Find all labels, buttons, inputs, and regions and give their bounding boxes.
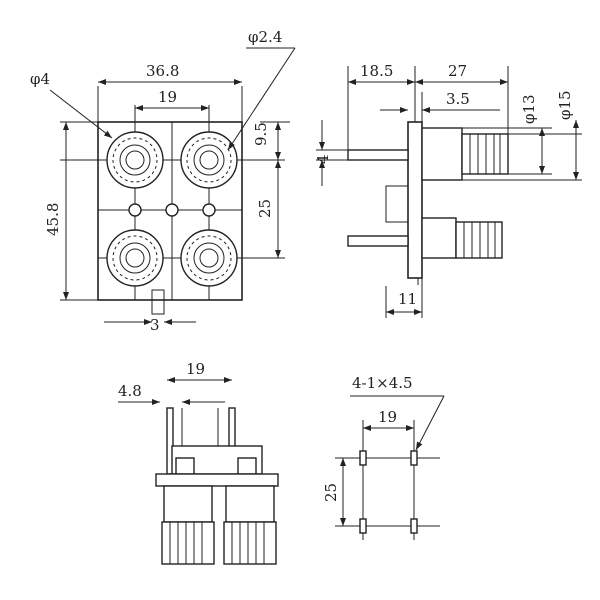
bottom-left-knob [161,485,215,565]
label-small-hole: φ4 [30,70,50,88]
bottom-view: 19 4.8 [118,360,279,565]
bottom-right-knob [223,485,277,565]
dim-vertical-spacing: 25 [256,199,274,218]
label-holes: 4-1×4.5 [352,374,413,392]
dim-pin-dia: 4 [314,154,332,164]
dim-tab-width: 3 [150,316,160,334]
side-plate [407,121,423,279]
dim-bottom-spacing: 19 [186,360,205,378]
dim-width: 36.8 [146,62,179,80]
mount-hole [359,518,367,534]
connector-bottom-left [106,229,164,287]
connector-bottom-right [180,229,238,287]
dim-height: 45.8 [44,203,62,236]
dim-panel-thickness: 11 [398,290,417,308]
side-top-connector [347,127,509,181]
dim-hole-spacing-y: 25 [322,483,340,502]
dim-center-spacing: 19 [158,88,177,106]
connector-top-right [180,131,238,189]
small-hole [165,203,179,217]
dim-hole-spacing-x: 19 [378,408,397,426]
mount-hole [359,450,367,466]
side-bottom-connector [347,217,503,259]
hole-pattern: 4-1×4.5 19 25 [322,374,445,540]
small-hole [202,203,216,217]
dim-diameter-a: φ13 [520,94,538,124]
label-pin-hole: φ2.4 [248,28,282,46]
dim-top-offset: 9.5 [252,122,270,146]
dim-bottom-offset: 4.8 [118,382,142,400]
dim-length-c: 3.5 [446,90,470,108]
front-plate [97,121,243,301]
side-view: 18.5 27 3.5 φ13 φ15 4 11 [314,62,582,318]
dim-diameter-b: φ15 [556,90,574,120]
mount-hole [410,450,418,466]
dim-length-a: 18.5 [360,62,393,80]
front-view: 36.8 19 45.8 25 9.5 φ4 φ2.4 3 [30,28,296,334]
dim-length-b: 27 [448,62,467,80]
connector-top-left [106,131,164,189]
small-hole [128,203,142,217]
bottom-tab [151,289,165,315]
mount-hole [410,518,418,534]
